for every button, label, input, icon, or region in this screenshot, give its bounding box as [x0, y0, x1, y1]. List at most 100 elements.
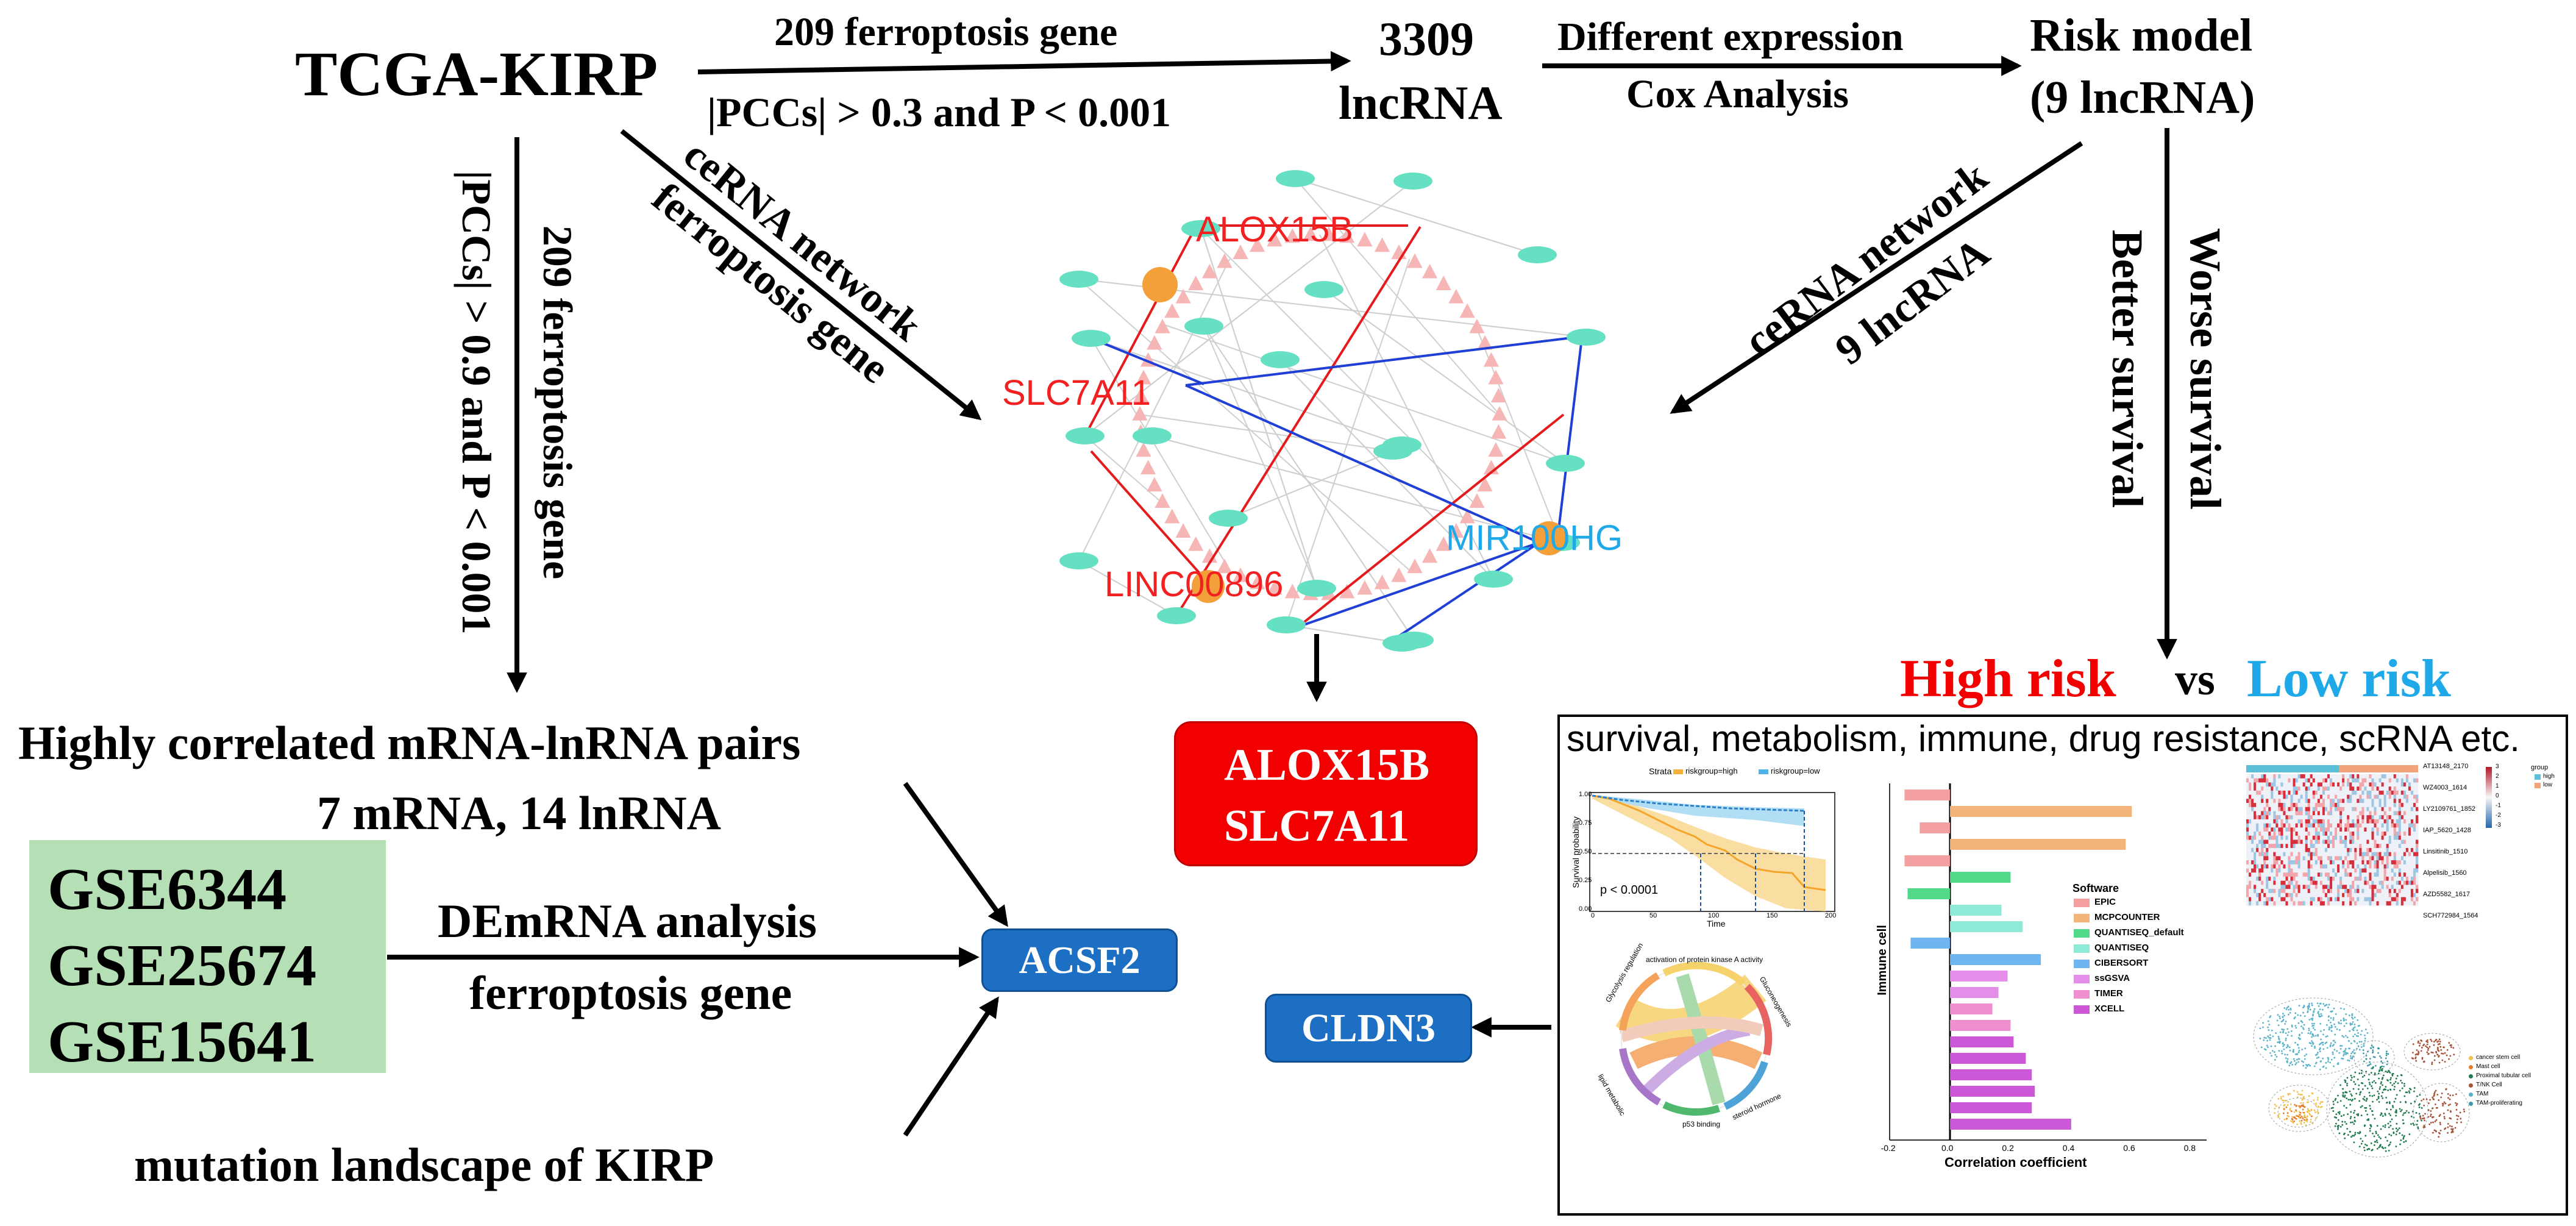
heatmap-cell — [2319, 774, 2323, 779]
network-mrna-ring — [1132, 226, 1507, 601]
lncrna-node — [1209, 510, 1248, 527]
heatmap-cell — [2413, 839, 2416, 844]
heatmap-cell — [2317, 794, 2321, 799]
heatmap-cell — [2293, 786, 2296, 791]
umap-point — [2449, 1055, 2452, 1057]
umap-point — [2418, 1044, 2421, 1047]
mrna-node — [1421, 548, 1438, 563]
umap-point — [2382, 1062, 2384, 1064]
heatmap-cell — [2376, 811, 2379, 816]
heatmap-drug-label: Alpelisib_1560 — [2423, 869, 2467, 877]
umap-point — [2306, 1111, 2308, 1113]
heatmap-cell — [2403, 815, 2407, 820]
umap-point — [2439, 1041, 2441, 1042]
heatmap-cell — [2322, 782, 2325, 787]
umap-point — [2391, 1105, 2394, 1107]
heatmap-cell — [2344, 819, 2347, 824]
heatmap-cell — [2342, 876, 2345, 881]
acsf2-box: ACSF2 — [981, 928, 1178, 992]
heatmap-cell — [2285, 880, 2288, 885]
heatmap-cell — [2295, 790, 2298, 795]
heatmap-cell — [2359, 815, 2362, 820]
heatmap-cell — [2283, 872, 2286, 877]
heatmap-cell — [2258, 860, 2261, 865]
lncrna-node — [1373, 443, 1412, 460]
heatmap-cell — [2369, 847, 2372, 852]
heatmap-cell — [2285, 782, 2288, 787]
heatmap-cell — [2366, 819, 2369, 824]
heatmap-cell — [2357, 799, 2360, 804]
heatmap-cell — [2366, 897, 2369, 902]
heatmap-cell — [2285, 868, 2288, 873]
heatmap-cell — [2283, 876, 2286, 881]
network-lncrna-nodes — [1059, 170, 1606, 652]
heatmap-cell — [2369, 823, 2372, 828]
heatmap-cell — [2268, 835, 2271, 840]
umap-point — [2449, 1110, 2452, 1112]
umap-point — [2289, 1049, 2291, 1052]
heatmap-cell — [2352, 847, 2355, 852]
heatmap-cell — [2271, 790, 2274, 795]
heatmap-cell — [2347, 852, 2350, 857]
umap-point — [2343, 1008, 2345, 1010]
umap-point — [2308, 1019, 2311, 1021]
umap-point — [2403, 1083, 2405, 1085]
heatmap-cell — [2408, 786, 2411, 791]
umap-point — [2319, 1042, 2322, 1045]
umap-point — [2395, 1114, 2397, 1117]
heatmap-cell — [2327, 811, 2330, 816]
heatmap-cell — [2354, 794, 2357, 799]
heatmap-cell — [2352, 885, 2355, 889]
umap-point — [2316, 1099, 2319, 1101]
heatmap-cell — [2366, 901, 2369, 906]
umap-point — [2380, 1083, 2382, 1085]
heatmap-cell — [2369, 876, 2372, 881]
heatmap-cell — [2297, 807, 2300, 811]
heatmap-cell — [2285, 876, 2288, 881]
heatmap-cell — [2329, 864, 2333, 869]
heatmap-cell — [2295, 794, 2298, 799]
heatmap-cell — [2251, 832, 2254, 836]
heatmap-cell — [2322, 786, 2325, 791]
umap-point — [2385, 1054, 2388, 1057]
heatmap-cell — [2329, 827, 2333, 832]
heatmap-cell — [2381, 897, 2384, 902]
heatmap-cell — [2344, 827, 2347, 832]
heatmap-cell — [2359, 799, 2362, 804]
chord-ribbon — [1676, 973, 1726, 1105]
heatmap-cell — [2388, 852, 2391, 857]
umap-point — [2301, 1021, 2304, 1024]
heatmap-cell — [2293, 868, 2296, 873]
heatmap-cell — [2344, 778, 2347, 783]
umap-point — [2419, 1116, 2421, 1118]
heatmap-cell — [2332, 880, 2335, 885]
heatmap-cell — [2266, 811, 2269, 816]
heatmap-cell — [2327, 774, 2330, 779]
umap-point — [2374, 1141, 2377, 1143]
heatmap-cell — [2361, 782, 2364, 787]
heatmap-cell — [2413, 901, 2416, 906]
umap-point — [2293, 1058, 2295, 1060]
heatmap-cell — [2349, 889, 2352, 894]
heatmap-cell — [2369, 901, 2372, 906]
heatmap-cell — [2366, 876, 2369, 881]
heatmap-cell — [2344, 794, 2347, 799]
umap-point — [2359, 1132, 2361, 1134]
umap-point — [2444, 1127, 2447, 1130]
umap-point — [2340, 1022, 2343, 1025]
umap-point — [2384, 1114, 2386, 1116]
heatmap-cell — [2349, 872, 2352, 877]
heatmap-cell — [2396, 807, 2399, 811]
heatmap-cell — [2332, 815, 2335, 820]
heatmap-cell — [2388, 868, 2391, 873]
umap-point — [2302, 1064, 2305, 1067]
heatmap-cell — [2393, 868, 2397, 873]
umap-point — [2371, 1095, 2374, 1097]
heatmap-cell — [2410, 856, 2414, 861]
mrna-node — [1407, 253, 1423, 268]
umap-point — [2389, 1082, 2392, 1084]
umap-point — [2337, 1119, 2339, 1121]
heatmap-cell — [2293, 856, 2296, 861]
umap-point — [2324, 1042, 2327, 1044]
heatmap-cell — [2344, 799, 2347, 804]
